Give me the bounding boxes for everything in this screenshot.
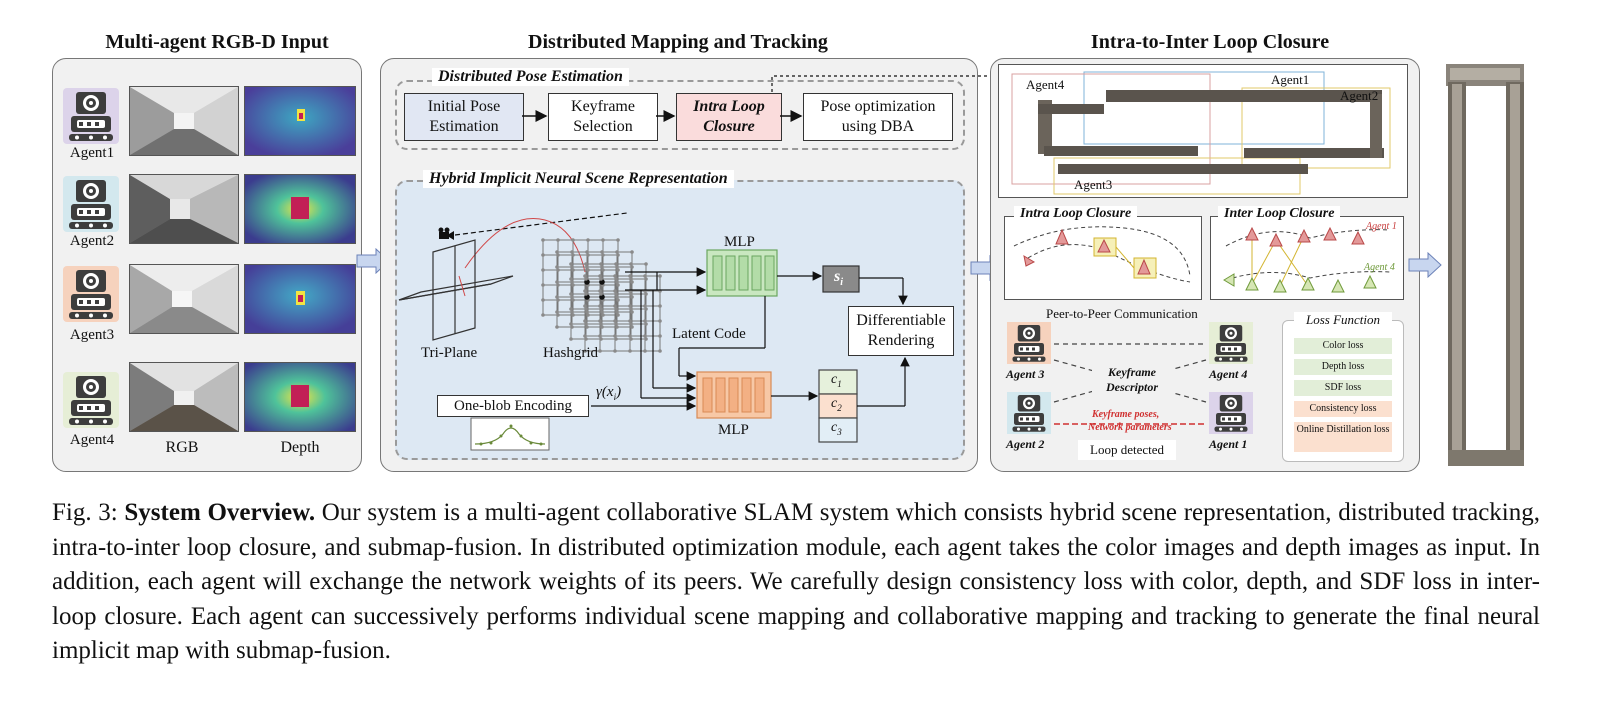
one-blob-encoding-box: One-blob Encoding <box>437 395 589 417</box>
agent2-rgb-image <box>129 174 239 244</box>
agent2-robot-icon <box>63 176 119 232</box>
agent3-robot-icon <box>63 266 119 322</box>
merged-map-box <box>998 64 1408 198</box>
mapping-connectors <box>522 110 803 122</box>
triplane-label: Tri-Plane <box>421 345 478 361</box>
keyframe-poses-label: Keyframe poses, <box>1092 409 1160 420</box>
map-agent1-label: Agent1 <box>1271 72 1310 87</box>
agent2-label: Agent2 <box>69 233 115 249</box>
mlp-bottom-label: MLP <box>718 422 749 438</box>
inter-loop-title: Inter Loop Closure <box>1218 206 1341 222</box>
network-params-label: Network parameters <box>1088 422 1172 433</box>
map-agent4-label: Agent4 <box>1026 77 1065 92</box>
agent3-label: Agent3 <box>69 327 115 343</box>
consistency-loss-item: Consistency loss <box>1294 401 1392 417</box>
input-section-title: Multi-agent RGB-D Input <box>105 31 329 53</box>
comm-agent1-icon <box>1209 392 1253 434</box>
flow-arrow-3 <box>1408 252 1442 278</box>
differentiable-rendering-box: Differentiable Rendering <box>848 306 954 356</box>
agent2-depth-image <box>244 174 356 244</box>
mapping-section-title: Distributed Mapping and Tracking <box>528 31 828 53</box>
agent1-rgb-image <box>129 86 239 156</box>
mlp-top-block <box>706 249 778 297</box>
online-distillation-loss-item: Online Distillation loss <box>1294 422 1392 452</box>
pose-estimation-title: Distributed Pose Estimation <box>432 68 629 86</box>
loss-function-title: Loss Function <box>1294 312 1392 328</box>
tri-plane-shape <box>398 239 514 341</box>
comm-agent1-label: Agent 1 <box>1209 437 1248 451</box>
figure-caption: Fig. 3: System Overview. Our system is a… <box>52 499 1541 664</box>
initial-pose-box: Initial Pose Estimation <box>404 93 524 141</box>
depth-loss-item: Depth loss <box>1294 359 1392 375</box>
color-loss-item: Color loss <box>1294 338 1392 354</box>
latent-code-label: Latent Code <box>672 326 746 342</box>
final-fused-map <box>1446 64 1524 466</box>
comm-agent3-icon <box>1007 322 1051 364</box>
agent4-depth-image <box>244 362 356 432</box>
mlp-bottom-block <box>696 371 772 419</box>
hybrid-diagram <box>398 212 910 451</box>
map-agent2-label: Agent2 <box>1340 88 1379 103</box>
comm-agent2-icon <box>1007 392 1051 434</box>
gamma-label: γ(xi) <box>596 384 622 402</box>
agent1-label: Agent1 <box>69 145 115 161</box>
loop-detected-label: Loop detected <box>1078 440 1176 460</box>
intra-loop-drawing <box>1013 226 1191 283</box>
map-agent3-label: Agent3 <box>1074 177 1113 192</box>
sdf-loss-item: SDF loss <box>1294 380 1392 396</box>
comm-agent2-label: Agent 2 <box>1006 437 1045 451</box>
inter-agent4-label: Agent 4 <box>1364 262 1395 273</box>
agent1-robot-icon <box>63 88 119 144</box>
intra-loop-title: Intra Loop Closure <box>1014 206 1138 222</box>
agent4-robot-icon <box>63 372 119 428</box>
c1-label: c1 <box>831 372 842 389</box>
agent1-depth-image <box>244 86 356 156</box>
c2-label: c2 <box>831 396 842 413</box>
c3-label: c3 <box>831 420 842 437</box>
s-i-label: si <box>834 268 844 289</box>
rgb-column-label: RGB <box>165 439 199 456</box>
camera-icon <box>438 227 454 240</box>
agent3-depth-image <box>244 264 356 334</box>
mlp-top-label: MLP <box>724 234 755 250</box>
agent4-rgb-image <box>129 362 239 432</box>
pose-optimization-box: Pose optimization using DBA <box>803 93 953 141</box>
merged-map-drawing <box>1011 71 1391 195</box>
hybrid-representation-title: Hybrid Implicit Neural Scene Representat… <box>423 170 734 188</box>
inter-loop-drawing <box>1223 226 1391 293</box>
intra-loop-closure-box: Intra Loop Closure <box>676 93 782 141</box>
comm-agent4-icon <box>1209 322 1253 364</box>
comm-agent3-label: Agent 3 <box>1006 367 1045 381</box>
depth-column-label: Depth <box>280 439 320 456</box>
p2p-links <box>1053 343 1207 425</box>
hashgrid-shape <box>541 238 662 353</box>
keyframe-descriptor-label: Keyframe Descriptor <box>1092 365 1172 395</box>
hashgrid-label: Hashgrid <box>543 345 598 361</box>
inter-agent1-label: Agent 1 <box>1366 221 1397 232</box>
pose-estimation-box <box>395 80 965 150</box>
agent3-rgb-image <box>129 264 239 334</box>
keyframe-selection-box: Keyframe Selection <box>548 93 658 141</box>
loop-section-title: Intra-to-Inter Loop Closure <box>1090 31 1330 53</box>
comm-agent4-label: Agent 4 <box>1209 367 1248 381</box>
agent4-label: Agent4 <box>69 432 115 448</box>
p2p-label: Peer-to-Peer Communication <box>1046 306 1198 321</box>
